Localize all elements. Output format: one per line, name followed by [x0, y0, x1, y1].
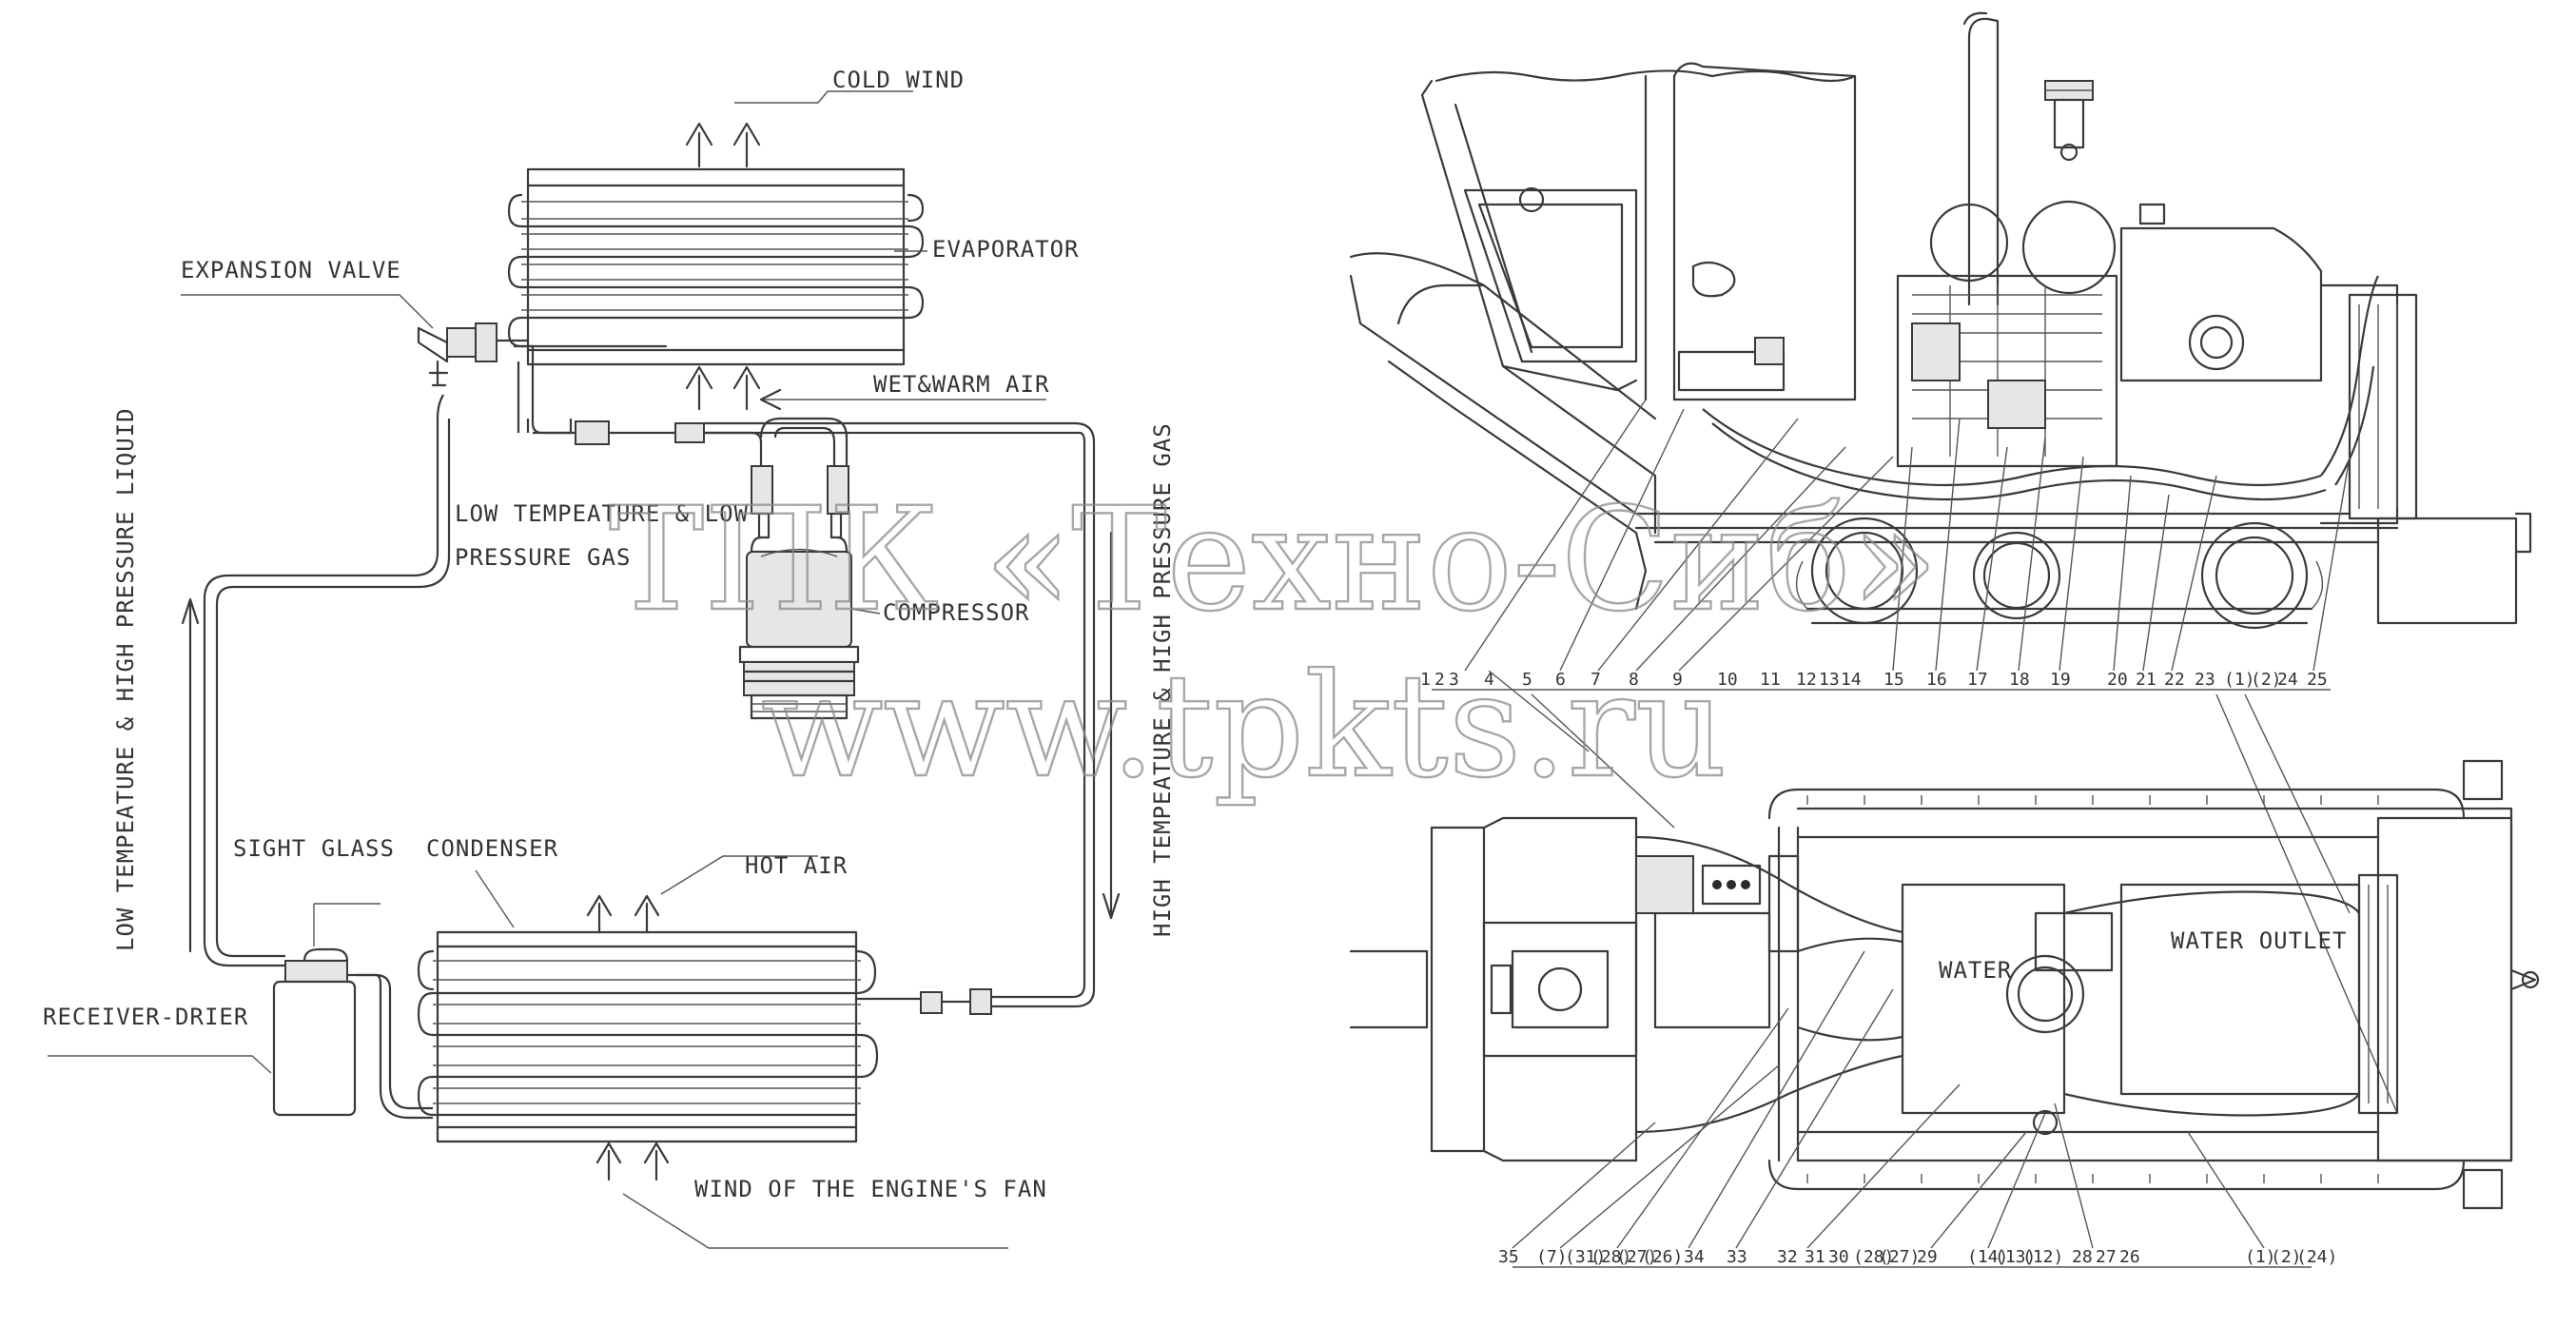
callout-18: 18: [2009, 670, 2030, 690]
receiver-drier-label: RECEIVER-DRIER: [43, 1004, 248, 1030]
callout-sub-24: (24): [2296, 1247, 2337, 1267]
callout-sub-27a: (27): [1616, 1247, 1657, 1267]
expansion-valve-label: EXPANSION VALVE: [181, 257, 401, 283]
callout-24: 24: [2277, 670, 2298, 690]
callout-sub-14: (14): [1967, 1247, 2008, 1267]
callout-9: 9: [1672, 670, 1683, 690]
low-pressure-gas-label-line1: LOW TEMPEATURE & LOW: [455, 500, 749, 527]
expansion-valve: [417, 322, 530, 387]
evaporator-unit: [507, 167, 925, 366]
callout-sub-31: (31): [1565, 1247, 1606, 1267]
callout-27: 27: [2096, 1247, 2117, 1267]
water-outlet-label: WATER OUTLET: [2171, 927, 2347, 954]
callout-sub-1: (1): [2224, 670, 2255, 690]
callout-sub-28b: (28): [1853, 1247, 1894, 1267]
engine-fan-wind-arrows: [595, 1142, 1008, 1249]
callout-6: 6: [1555, 670, 1566, 690]
machine-side-view: [1349, 11, 2532, 630]
callout-19: 19: [2050, 670, 2071, 690]
callout-4: 4: [1484, 670, 1494, 690]
callout-sub-12: (12): [2022, 1247, 2063, 1267]
refrigeration-cycle-schematic: COLD WIND EVAPORATOR EXPANSION VALVE WET…: [43, 67, 1176, 1249]
callout-sub-26: (26): [1642, 1247, 1683, 1267]
callout-7: 7: [1590, 670, 1601, 690]
engine-fan-wind-label: WIND OF THE ENGINE'S FAN: [694, 1176, 1047, 1202]
callout-33: 33: [1727, 1247, 1747, 1267]
callout-10: 10: [1717, 670, 1738, 690]
callout-31: 31: [1805, 1247, 1825, 1267]
callout-13: 13: [1819, 670, 1840, 690]
callout-26: 26: [2119, 1247, 2140, 1267]
callout-29: 29: [1917, 1247, 1938, 1267]
hot-air-arrows: [586, 855, 818, 934]
sight-glass-label: SIGHT GLASS: [233, 835, 395, 862]
callout-1: 1: [1420, 670, 1431, 690]
callout-12: 12: [1796, 670, 1817, 690]
callout-23: 23: [2195, 670, 2215, 690]
callout-14: 14: [1841, 670, 1862, 690]
callout-2: 2: [1434, 670, 1445, 690]
callout-8: 8: [1629, 670, 1639, 690]
wet-warm-air-arrows: [685, 365, 1046, 411]
receiver-drier-unit: [272, 947, 433, 1120]
compressor-label: COMPRESSOR: [883, 599, 1030, 626]
water-label: WATER: [1939, 957, 2012, 984]
watermark-line2: www.tpkts.ru: [761, 644, 1727, 810]
machine-top-view: WATER WATER OUTLET: [1349, 759, 2540, 1210]
evaporator-label: EVAPORATOR: [932, 236, 1080, 263]
watermark: ТПК «Техно-Сиб» www.tpkts.ru: [608, 477, 1940, 810]
callout-35: 35: [1498, 1247, 1519, 1267]
callout-17: 17: [1967, 670, 1988, 690]
low-pressure-gas-label-line2: PRESSURE GAS: [455, 544, 631, 571]
callout-sub-2b: (2): [2271, 1247, 2302, 1267]
condenser-label: CONDENSER: [426, 835, 558, 862]
watermark-line1: ТПК «Техно-Сиб»: [609, 478, 1939, 643]
air-cleaner: [2044, 80, 2094, 162]
callout-5: 5: [1522, 670, 1532, 690]
cold-wind-label: COLD WIND: [832, 67, 965, 93]
callout-25: 25: [2307, 670, 2328, 690]
callout-30: 30: [1828, 1247, 1849, 1267]
callout-21: 21: [2136, 670, 2156, 690]
callout-11: 11: [1760, 670, 1781, 690]
hot-air-label: HOT AIR: [745, 852, 848, 879]
callout-16: 16: [1926, 670, 1947, 690]
top-callouts: 1 2 3 4 5 6 7 8 9 10 11 12 13 14 15 16 1…: [1420, 399, 2398, 1114]
cold-wind-arrows: [685, 90, 913, 168]
callout-sub-28a: (28): [1590, 1247, 1631, 1267]
callout-15: 15: [1883, 670, 1904, 690]
callout-sub-13: (13): [1995, 1247, 2036, 1267]
callout-sub-2: (2): [2251, 670, 2282, 690]
track-wheels: [1795, 517, 2324, 630]
bottom-callouts: 35 (7) (31) (28) (27) (26) 34 33 32 31 3…: [1498, 950, 2337, 1268]
callout-22: 22: [2164, 670, 2185, 690]
callout-3: 3: [1449, 670, 1459, 690]
callout-sub-27b: (27): [1879, 1247, 1920, 1267]
condenser-unit: [417, 930, 921, 1143]
wet-warm-air-label: WET&WARM AIR: [873, 371, 1049, 398]
callout-34: 34: [1684, 1247, 1705, 1267]
callout-20: 20: [2107, 670, 2128, 690]
high-pressure-gas-label: HIGH TEMPEATURE & HIGH PRESSURE GAS: [1149, 422, 1176, 937]
callout-sub-7: (7): [1536, 1247, 1568, 1267]
callout-sub-1b: (1): [2245, 1247, 2276, 1267]
callout-32: 32: [1777, 1247, 1798, 1267]
high-pressure-liquid-label: LOW TEMPEATURE & HIGH PRESSURE LIQUID: [112, 407, 139, 951]
callout-28: 28: [2072, 1247, 2093, 1267]
compressor-unit: [738, 417, 860, 720]
